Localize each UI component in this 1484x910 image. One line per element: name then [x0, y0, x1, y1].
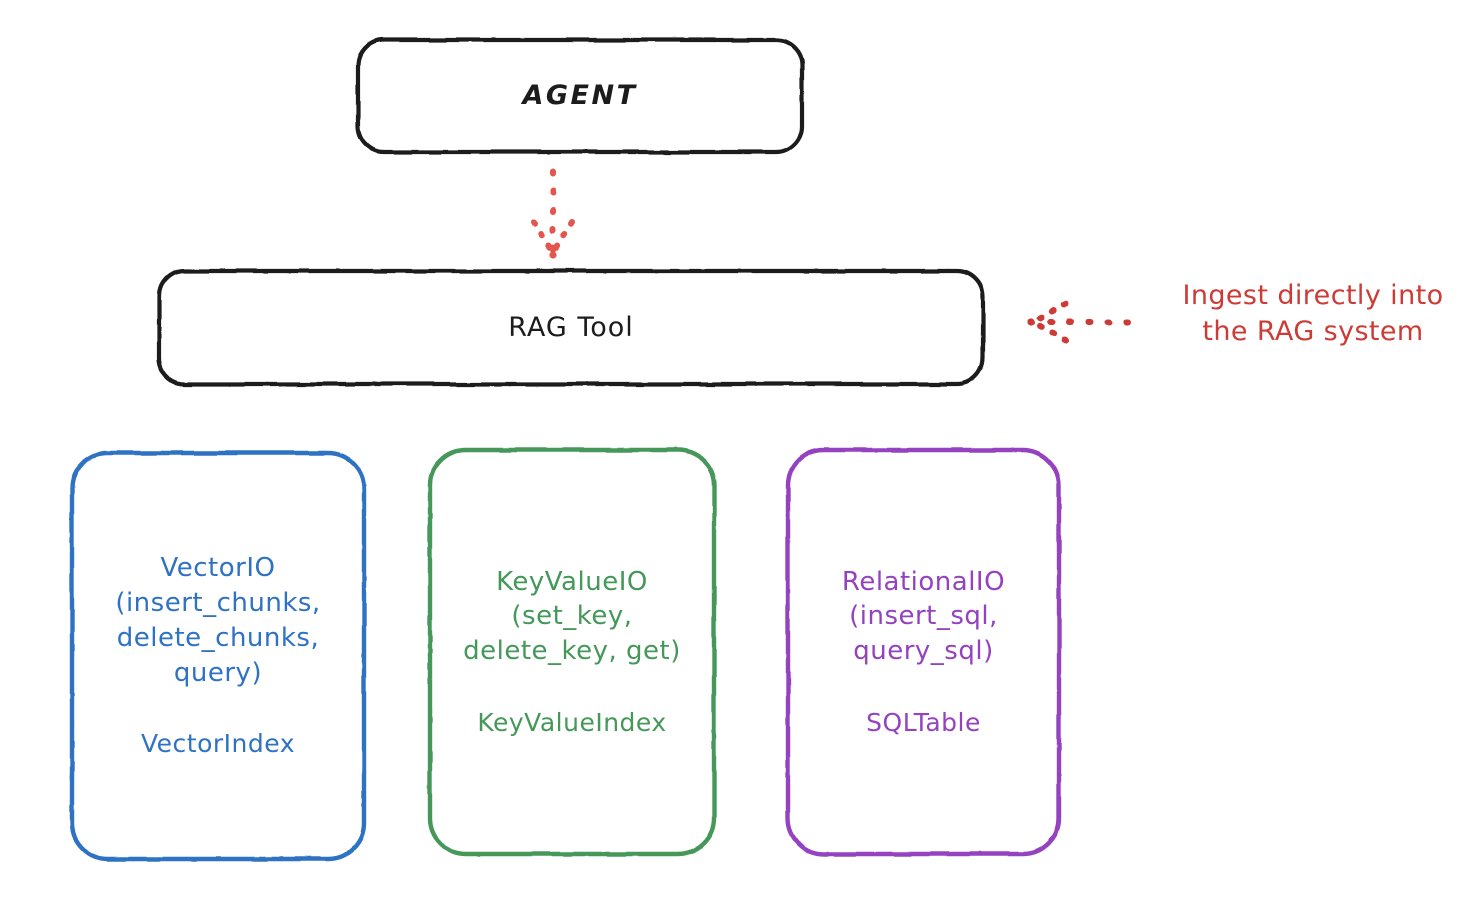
ingest-annotation-arrow	[1027, 301, 1131, 343]
node-rag-tool[interactable]: RAG Tool	[157, 269, 985, 386]
relational-store-index-label: SQLTable	[866, 707, 981, 737]
rag-tool-box-outline	[156, 268, 986, 387]
relational-store-box-outline	[785, 447, 1062, 857]
vector-store-index-label: VectorIndex	[141, 729, 295, 759]
ingest-annotation: Ingest directly into the RAG system	[1148, 278, 1478, 349]
agent-box-outline	[355, 37, 805, 155]
ingest-annotation-text: Ingest directly into the RAG system	[1182, 280, 1444, 347]
node-agent[interactable]: AGENT	[356, 38, 804, 154]
node-keyvalue-store[interactable]: KeyValueIO (set_key, delete_key, get) Ke…	[428, 448, 716, 856]
agent-to-rag-tool-arrow	[531, 169, 575, 259]
node-vector-store[interactable]: VectorIO (insert_chunks, delete_chunks, …	[70, 451, 366, 861]
keyvalue-store-index-label: KeyValueIndex	[477, 707, 667, 737]
keyvalue-store-api-label: KeyValueIO (set_key, delete_key, get)	[463, 566, 681, 667]
node-relational-store[interactable]: RelationalIO (insert_sql, query_sql) SQL…	[786, 448, 1061, 856]
keyvalue-store-box-outline	[427, 447, 717, 857]
rag-tool-label: RAG Tool	[508, 311, 634, 343]
vector-store-api-label: VectorIO (insert_chunks, delete_chunks, …	[115, 553, 321, 688]
relational-store-api-label: RelationalIO (insert_sql, query_sql)	[841, 566, 1006, 667]
agent-label: AGENT	[522, 80, 638, 112]
vector-store-box-outline	[69, 450, 367, 862]
